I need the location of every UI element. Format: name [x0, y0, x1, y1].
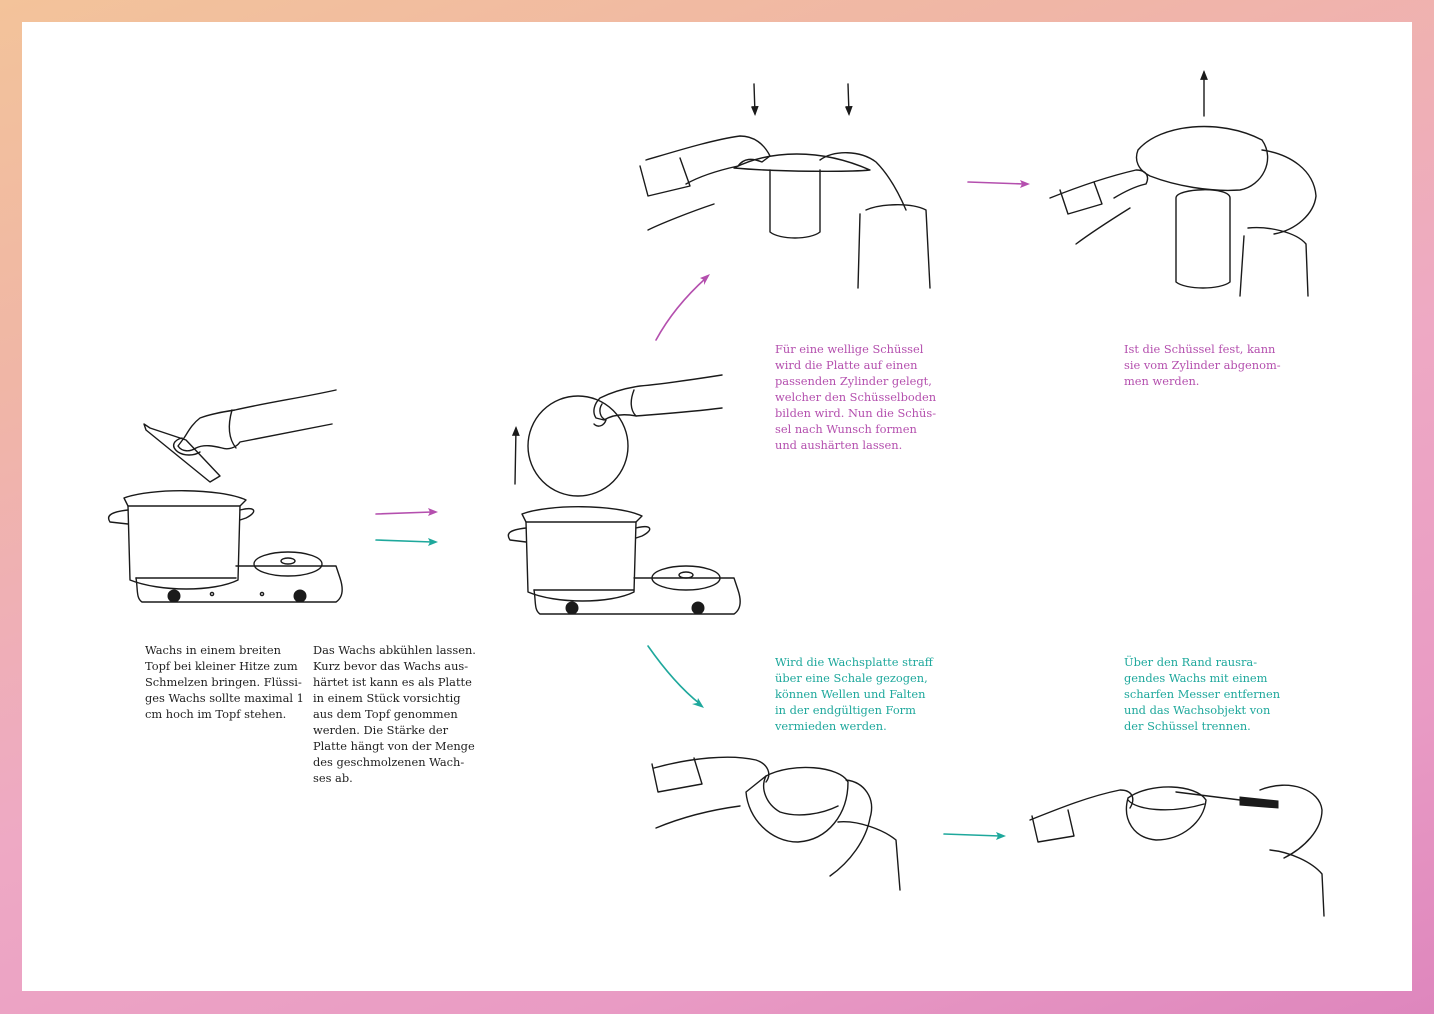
illustration-melting-wax [107, 389, 343, 603]
step-trim-text: Über den Rand rausra- gendes Wachs mit e… [1124, 655, 1281, 733]
arrow-step5-to-step6 [943, 832, 1006, 840]
illustration-remove-from-cylinder [1049, 70, 1317, 297]
illustration-lifting-plate [507, 374, 741, 615]
arrow-step3-to-step4 [967, 180, 1030, 188]
step-straff-text: Wird die Wachsplatte straff über eine Sc… [775, 655, 933, 733]
step-melt-text: Wachs in einem breiten Topf bei kleiner … [145, 643, 304, 721]
step-remove-text: Ist die Schüssel fest, kann sie vom Zyli… [1124, 342, 1281, 388]
step-wavy-text: Für eine wellige Schüssel wird die Platt… [775, 342, 937, 452]
branch-arrows [647, 274, 710, 708]
illustration-plate-on-cylinder [639, 83, 931, 289]
paper-sheet [22, 22, 1412, 991]
step-cool-text: Das Wachs abkühlen lassen. Kurz bevor da… [313, 643, 476, 785]
illustration-stretch-over-bowl [651, 756, 901, 891]
arrows-step1-to-step2 [375, 508, 438, 546]
illustration-trim-with-knife [1029, 784, 1325, 917]
